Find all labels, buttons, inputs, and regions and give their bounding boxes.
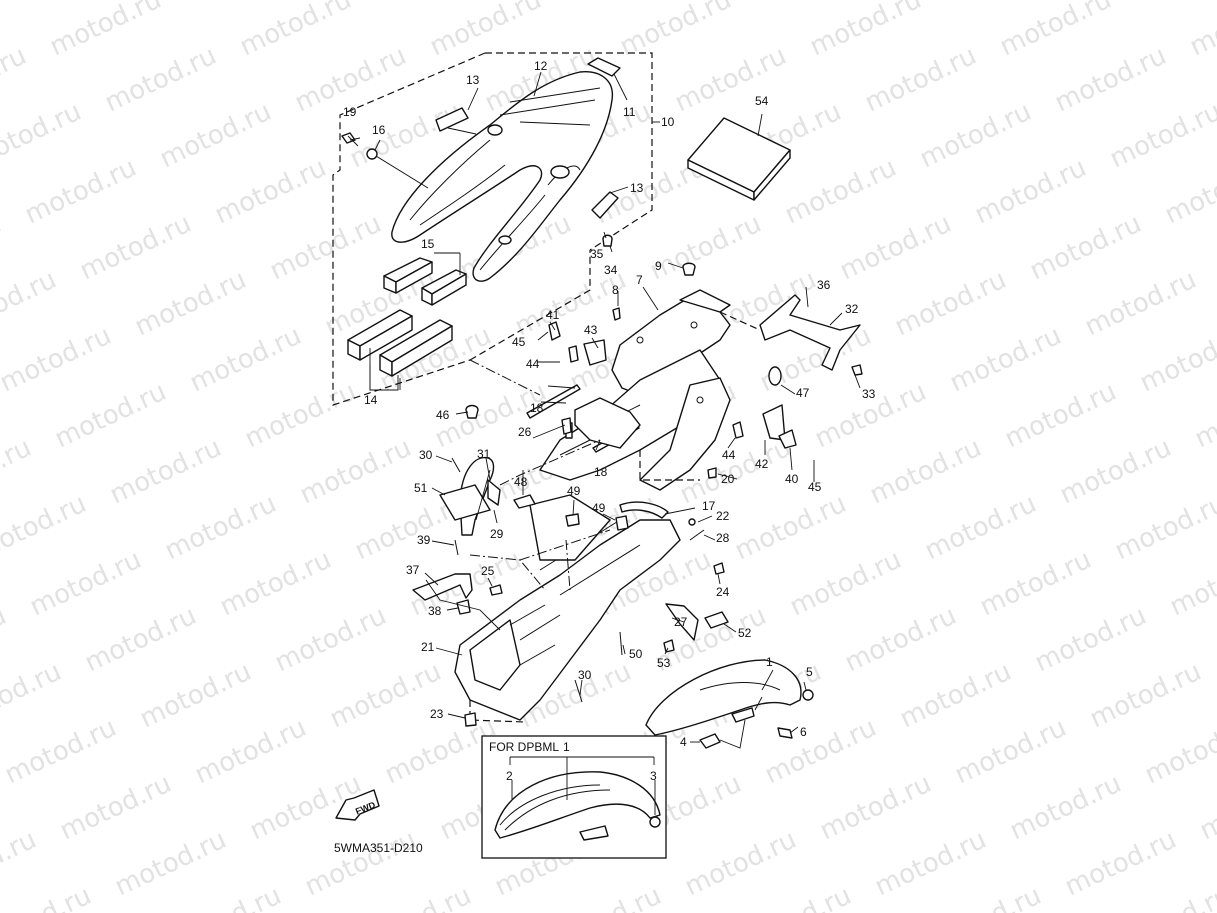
callout-25: 25 bbox=[481, 564, 495, 578]
part-4 bbox=[699, 719, 746, 749]
callout-32: 32 bbox=[845, 302, 859, 316]
reflector-52 bbox=[704, 611, 729, 629]
callout-34: 34 bbox=[604, 263, 618, 277]
callout-52: 52 bbox=[738, 626, 752, 640]
inset-callout-3: 3 bbox=[650, 769, 657, 783]
callout-26: 26 bbox=[518, 425, 532, 439]
front-fender bbox=[645, 659, 802, 736]
leader-lines bbox=[347, 71, 861, 743]
small-fasteners bbox=[451, 234, 863, 727]
callout-39: 39 bbox=[417, 533, 431, 547]
rubber-strip-18a bbox=[526, 384, 581, 419]
inset-dpbml bbox=[481, 735, 667, 859]
callout-17: 17 bbox=[702, 499, 716, 513]
callout-35: 35 bbox=[590, 247, 604, 261]
rear-mudguard-17 bbox=[619, 501, 669, 519]
callout-9: 9 bbox=[655, 259, 662, 273]
callout-50: 50 bbox=[629, 647, 643, 661]
callout-45: 45 bbox=[512, 335, 526, 349]
callout-13: 13 bbox=[466, 73, 480, 87]
callout-49: 49 bbox=[592, 501, 606, 515]
callout-36: 36 bbox=[817, 278, 831, 292]
callout-11: 11 bbox=[623, 105, 636, 119]
callout-27: 27 bbox=[674, 615, 688, 629]
callout-48: 48 bbox=[514, 475, 528, 489]
bracket-37 bbox=[412, 573, 473, 601]
callout-23: 23 bbox=[430, 707, 444, 721]
callout-18: 18 bbox=[530, 401, 544, 415]
bracket-27 bbox=[665, 603, 699, 641]
callout-20: 20 bbox=[721, 472, 735, 486]
callout-41: 41 bbox=[546, 308, 560, 322]
callout-37: 37 bbox=[406, 563, 420, 577]
seat-cowl bbox=[391, 71, 614, 282]
callout-6: 6 bbox=[800, 725, 807, 739]
inset-title: FOR DPBML bbox=[489, 740, 559, 754]
callout-44: 44 bbox=[722, 448, 736, 462]
callout-10: 10 bbox=[661, 115, 675, 129]
callout-15: 15 bbox=[421, 237, 435, 251]
part-5 bbox=[802, 689, 814, 701]
callout-30: 30 bbox=[578, 668, 592, 682]
grommet-16 bbox=[366, 148, 429, 189]
callout-47: 47 bbox=[796, 386, 810, 400]
callout-16: 16 bbox=[372, 123, 386, 137]
callout-49: 49 bbox=[567, 484, 581, 498]
callout-28: 28 bbox=[716, 531, 730, 545]
inset-callout-1: 1 bbox=[563, 740, 570, 754]
callout-12: 12 bbox=[534, 59, 548, 73]
callout-5: 5 bbox=[806, 665, 813, 679]
decal-left bbox=[435, 87, 479, 135]
grab-handle bbox=[439, 457, 501, 536]
callout-45: 45 bbox=[808, 480, 822, 494]
callout-43: 43 bbox=[584, 323, 598, 337]
callout-1: 1 bbox=[766, 655, 773, 669]
callout-labels: 1456789101112131314151617181819202122232… bbox=[343, 59, 876, 783]
callout-54: 54 bbox=[755, 94, 769, 108]
callout-40: 40 bbox=[785, 472, 799, 486]
callout-18: 18 bbox=[594, 465, 608, 479]
side-cover-32 bbox=[759, 294, 861, 371]
callout-31: 31 bbox=[477, 447, 491, 461]
cowl-emblem bbox=[587, 57, 628, 101]
decal-right bbox=[591, 186, 629, 219]
drawing-code: 5WMA351-D210 bbox=[334, 841, 423, 855]
callout-21: 21 bbox=[421, 640, 435, 654]
callout-14: 14 bbox=[364, 393, 378, 407]
callout-22: 22 bbox=[716, 509, 730, 523]
part-6 bbox=[777, 727, 793, 739]
seat-cowl-group-boundary bbox=[332, 52, 660, 406]
callout-42: 42 bbox=[755, 457, 769, 471]
callout-29: 29 bbox=[490, 527, 504, 541]
damper-blocks bbox=[347, 252, 467, 391]
fwd-arrow-icon: FWD bbox=[335, 789, 380, 821]
callout-51: 51 bbox=[414, 481, 428, 495]
bolt-19 bbox=[341, 132, 361, 144]
callout-46: 46 bbox=[436, 408, 450, 422]
inset-callout-2: 2 bbox=[506, 769, 513, 783]
callout-7: 7 bbox=[636, 273, 643, 287]
bracket-38 bbox=[456, 599, 471, 615]
callout-30: 30 bbox=[419, 448, 433, 462]
callout-13: 13 bbox=[630, 181, 644, 195]
callout-38: 38 bbox=[428, 604, 442, 618]
alignment-lines bbox=[425, 359, 611, 631]
rear-fender-inner bbox=[454, 494, 681, 723]
callout-24: 24 bbox=[716, 585, 730, 599]
owners-manual-54 bbox=[687, 113, 791, 201]
callout-53: 53 bbox=[657, 656, 671, 670]
callout-19: 19 bbox=[343, 105, 357, 119]
callout-44: 44 bbox=[526, 357, 540, 371]
callout-4: 4 bbox=[680, 735, 687, 749]
callout-33: 33 bbox=[862, 387, 876, 401]
callout-8: 8 bbox=[612, 283, 619, 297]
